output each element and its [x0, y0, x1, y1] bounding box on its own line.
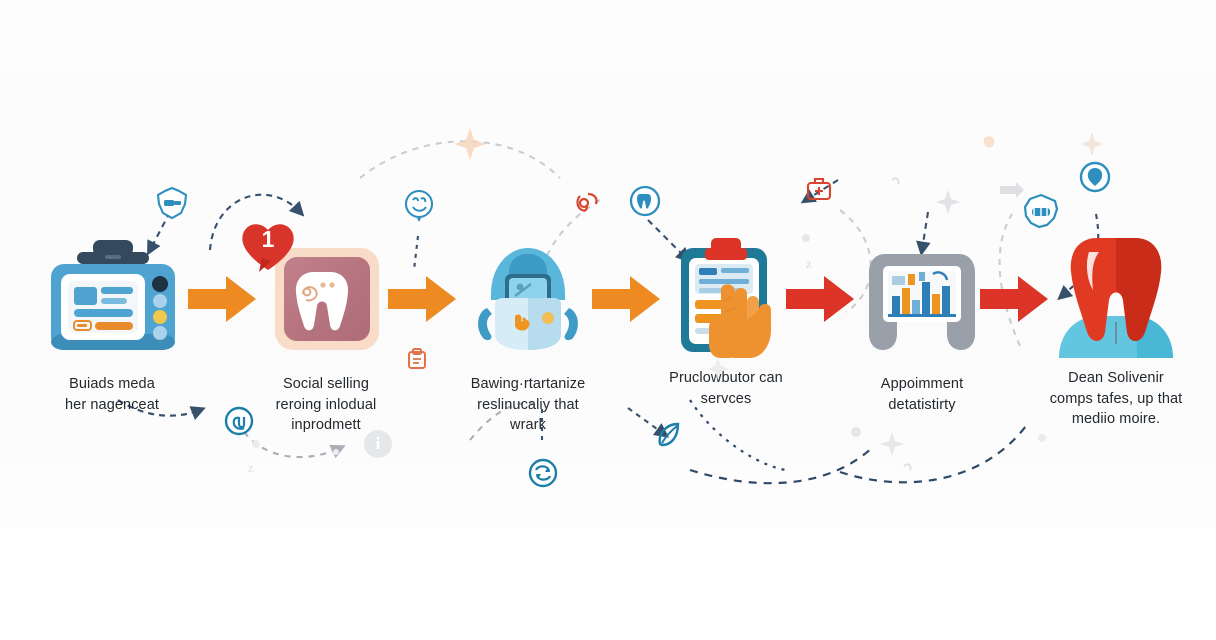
svg-text:z: z [248, 460, 254, 475]
tooth-extraction-badge-icon[interactable] [570, 186, 604, 220]
flow-arrow-red-1 [786, 276, 854, 322]
location-pin-badge-icon[interactable] [1078, 160, 1112, 194]
flow-arrow-orange-2 [388, 276, 456, 322]
step-6[interactable]: Dean Solivenir comps tafes, up that medi… [1036, 232, 1196, 430]
step-5-label: Appoimment detatistirty [880, 376, 964, 413]
connector-arc-step6 [998, 213, 1021, 347]
step-1[interactable]: Buiads meda her nagenceat [32, 238, 192, 415]
first-aid-kit-badge-icon[interactable] [802, 172, 836, 206]
medical-monitor-device-icon [37, 238, 187, 358]
connector-badge-smile-down [412, 235, 420, 271]
connector-lower-left-arc [243, 431, 346, 459]
tooth-card-icon: 1 [242, 224, 401, 358]
tiny-arrow-glyph [1000, 182, 1024, 198]
connector-lower-long-left [689, 445, 875, 485]
clipboard-small-badge-icon[interactable] [404, 346, 430, 372]
red-tooth-gum-icon [1041, 232, 1191, 358]
connector-lower-mid-arc [469, 402, 535, 441]
flow-arrow-orange-1 [188, 276, 256, 322]
step-6-label: Dean Solivenir comps tafes, up that medi… [1049, 370, 1183, 428]
step-2[interactable]: 1 Social selling reroing inlodual inprod… [242, 224, 406, 436]
tooth-brush-badge-icon[interactable] [155, 186, 189, 220]
flow-arrow-red-2 [980, 276, 1048, 322]
step-2-label: Social selling reroing inlodual inprodme… [275, 376, 377, 434]
info-circle-icon[interactable]: i [364, 430, 392, 458]
connector-badge1-to-step1 [147, 211, 171, 256]
at-sign-badge-icon[interactable] [222, 404, 256, 438]
connector-step1-to-step2 [208, 193, 305, 251]
sparkle-icon-grey [936, 190, 960, 214]
sparkle-icon-grey-2 [880, 432, 904, 456]
tooth-chart-panel-icon [847, 238, 997, 358]
step-5[interactable]: Appoimment detatistirty [842, 238, 1002, 415]
step-4[interactable]: Pruclowbutor can servces [646, 232, 806, 409]
connector-to-leaf [627, 407, 670, 438]
svg-text:z: z [806, 256, 812, 271]
connector-tooth-badge-to-step4 [647, 219, 691, 263]
refresh-badge-icon[interactable] [526, 456, 560, 490]
heart-count-badge [242, 224, 294, 272]
connector-step1-lower [117, 399, 206, 420]
molar-cloud-badge-icon[interactable] [1021, 192, 1061, 232]
leaf-badge-icon[interactable] [652, 418, 686, 452]
flow-arrow-orange-3 [592, 276, 660, 322]
tooth-circle-badge-icon[interactable] [628, 184, 662, 218]
robot-assistant-icon [453, 238, 603, 358]
heart-count-badge-value: 1 [261, 226, 275, 252]
step-3-label: Bawing·rtartanize reslinucaliy that wrar… [470, 376, 586, 434]
connector-pin-to-step6 [1057, 213, 1100, 301]
step-3[interactable]: Bawing·rtartanize reslinucaliy that wrar… [448, 238, 608, 436]
face-smile-badge-icon[interactable] [402, 188, 436, 222]
clipboard-form-hand-icon [651, 232, 801, 358]
step-1-label: Buiads meda her nagenceat [64, 376, 159, 413]
step-4-label: Pruclowbutor can servces [669, 370, 783, 407]
sparkle-icon-peach [454, 128, 486, 160]
